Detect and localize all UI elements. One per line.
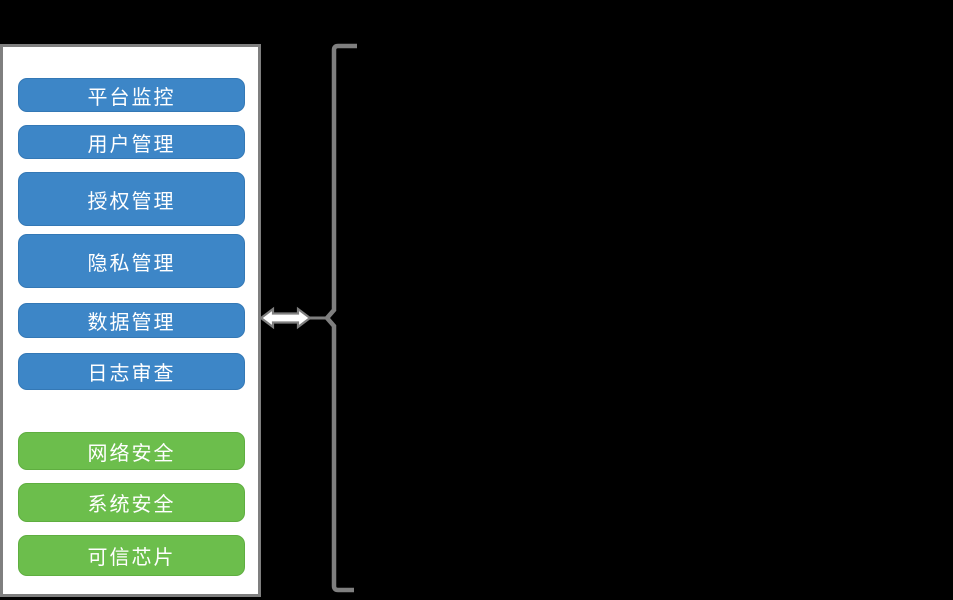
button-trusted-chip[interactable]: 可信芯片 — [18, 535, 245, 576]
button-platform-monitoring[interactable]: 平台监控 — [18, 78, 245, 112]
button-authorization-management[interactable]: 授权管理 — [18, 172, 245, 226]
button-log-audit[interactable]: 日志审查 — [18, 353, 245, 390]
button-network-security[interactable]: 网络安全 — [18, 432, 245, 470]
button-user-management[interactable]: 用户管理 — [18, 125, 245, 159]
button-data-management[interactable]: 数据管理 — [18, 303, 245, 338]
module-panel: 平台监控 用户管理 授权管理 隐私管理 数据管理 日志审查 网络安全 系统安全 … — [0, 44, 261, 597]
button-system-security[interactable]: 系统安全 — [18, 483, 245, 522]
left-brace-icon — [324, 43, 357, 593]
button-privacy-management[interactable]: 隐私管理 — [18, 234, 245, 288]
